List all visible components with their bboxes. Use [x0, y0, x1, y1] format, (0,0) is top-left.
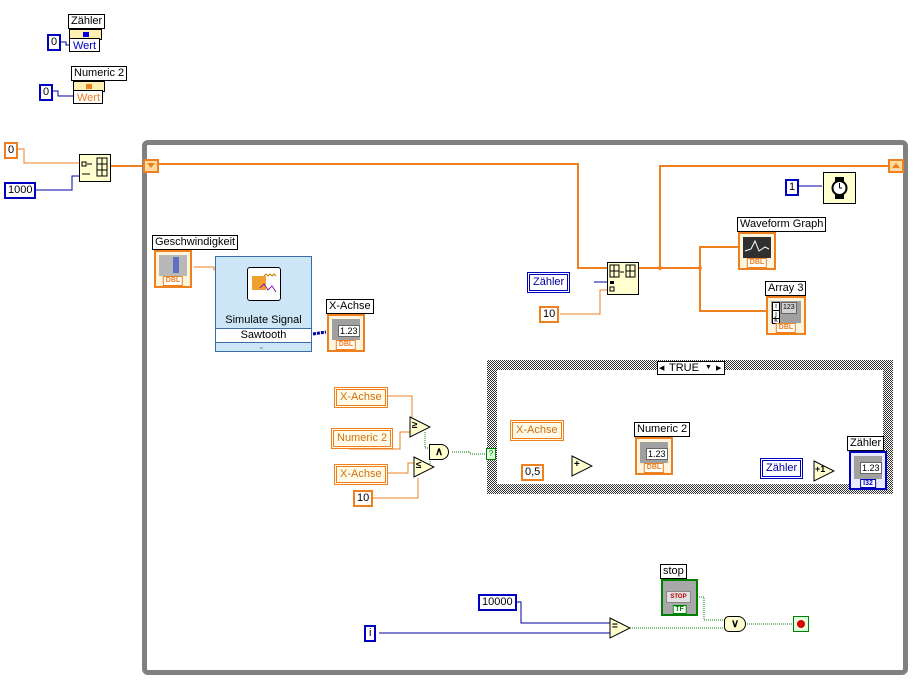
speed-control-label: Geschwindigkeit [152, 235, 239, 250]
zaehler-local-variable[interactable]: Zähler [527, 272, 571, 293]
prev-case-icon[interactable]: ◀ [659, 365, 665, 372]
zaehler-local-case[interactable]: Zähler [760, 458, 804, 479]
simulate-signal-title: Simulate Signal [225, 314, 302, 326]
case-dropdown-icon[interactable]: ▼ [705, 364, 712, 371]
numeric2-indicator-label: Numeric 2 [634, 422, 691, 437]
increment-symbol: +1 [815, 464, 826, 474]
numeric2-type: DBL [643, 463, 665, 473]
triangle-down-icon [147, 163, 155, 168]
equal-node[interactable] [609, 617, 631, 639]
waveform-graph-terminal[interactable]: DBL [738, 232, 776, 270]
limit-constant[interactable]: 10000 [478, 594, 517, 611]
zaehler-prop-property[interactable]: Wert [69, 38, 100, 52]
add-symbol: + [574, 459, 580, 470]
increment-node[interactable] [813, 460, 835, 482]
triangle-up-icon [892, 163, 900, 168]
zaehler-value: 1.23 [860, 462, 882, 474]
ref-icon [83, 32, 89, 37]
equal-symbol: = [612, 621, 618, 632]
numeric2-prop-input[interactable]: 0 [39, 84, 54, 101]
ref-icon [86, 84, 92, 89]
array3-type: DBL [775, 323, 797, 333]
stop-type: TF [672, 605, 687, 614]
x-axis-type: DBL [335, 340, 357, 350]
zaehler-type: I32 [860, 479, 876, 488]
wait-ms-node[interactable] [823, 172, 856, 204]
loop-condition-terminal[interactable] [793, 616, 809, 632]
slider-body [159, 255, 187, 276]
less-equal-node[interactable] [413, 456, 435, 478]
watch-icon [831, 177, 848, 199]
greater-equal-node[interactable] [409, 416, 431, 438]
shift-register-right[interactable] [888, 159, 904, 173]
add-node[interactable] [571, 455, 593, 477]
array3-terminal[interactable]: i j k 123 DBL [766, 296, 806, 335]
next-case-icon[interactable]: ▶ [716, 365, 722, 372]
ten-compare-constant[interactable]: 10 [353, 490, 374, 507]
numeric2-prop-property[interactable]: Wert [73, 90, 103, 104]
x-axis-local-2[interactable]: X-Achse [334, 464, 388, 485]
x-axis-indicator-label: X-Achse [326, 299, 374, 314]
x-axis-local-3[interactable]: X-Achse [510, 420, 564, 441]
case-selector-terminal[interactable]: ? [486, 448, 496, 460]
stop-button[interactable]: STOP [666, 591, 691, 603]
stop-if-true-icon [797, 620, 805, 628]
x-axis-value: 1.23 [338, 325, 360, 337]
x-axis-local-1[interactable]: X-Achse [334, 387, 388, 408]
stop-button-terminal[interactable]: STOP TF [661, 579, 698, 616]
half-constant[interactable]: 0,5 [521, 464, 545, 481]
while-loop-frame[interactable] [142, 140, 908, 675]
array3-value: 123 [781, 302, 797, 314]
graph-icon [743, 237, 771, 258]
numeric2-prop-label: Numeric 2 [71, 66, 128, 81]
case-selector-label[interactable]: ◀ TRUE ▼ ▶ [657, 361, 725, 375]
initialize-array-icon [81, 157, 108, 177]
or-node[interactable]: ∨ [724, 616, 746, 632]
replace-subset-icon [609, 264, 636, 292]
iteration-terminal: i [364, 625, 377, 642]
shift-register-left[interactable] [143, 159, 159, 173]
wire-init-size [36, 175, 80, 191]
array3-label: Array 3 [765, 281, 807, 296]
zaehler-prop-input[interactable]: 0 [47, 34, 62, 51]
replace-array-subset-node[interactable] [607, 262, 639, 295]
speed-control-terminal[interactable]: DBL [154, 250, 192, 288]
numeric2-local[interactable]: Numeric 2 [331, 428, 394, 449]
init-size-constant[interactable]: 1000 [4, 182, 37, 199]
simulate-signal-icon [247, 267, 281, 301]
zaehler-indicator-label: Zähler [847, 436, 885, 451]
numeric2-indicator[interactable]: 1.23 DBL [635, 437, 673, 475]
waveform-graph-label: Waveform Graph [737, 217, 827, 232]
greater-equal-symbol: ≥ [412, 420, 418, 431]
initialize-array-node[interactable] [79, 154, 111, 182]
wire-numeric2-prop [52, 90, 74, 97]
case-selector-value: TRUE [669, 362, 699, 374]
less-equal-symbol: ≤ [416, 460, 422, 471]
numeric2-value: 1.23 [646, 448, 668, 460]
waveform-graph-type: DBL [746, 258, 768, 268]
x-axis-indicator[interactable]: 1.23 DBL [327, 314, 365, 352]
zaehler-indicator[interactable]: 1.23 I32 [849, 451, 887, 490]
and-node[interactable]: ∧ [429, 444, 449, 460]
simulate-signal-output[interactable]: Sawtooth [216, 328, 311, 343]
stop-label: stop [660, 564, 687, 579]
simulate-signal-vi[interactable]: Simulate Signal Sawtooth ⌄ [215, 256, 312, 352]
expand-chevron-icon[interactable]: ⌄ [258, 342, 265, 351]
wire-init-value [18, 148, 80, 164]
ten-constant[interactable]: 10 [539, 306, 560, 323]
init-value-constant[interactable]: 0 [4, 142, 19, 159]
zaehler-prop-label: Zähler [68, 14, 106, 29]
wait-constant[interactable]: 1 [785, 179, 800, 196]
speed-control-type: DBL [162, 276, 184, 286]
slider-icon [173, 257, 179, 273]
